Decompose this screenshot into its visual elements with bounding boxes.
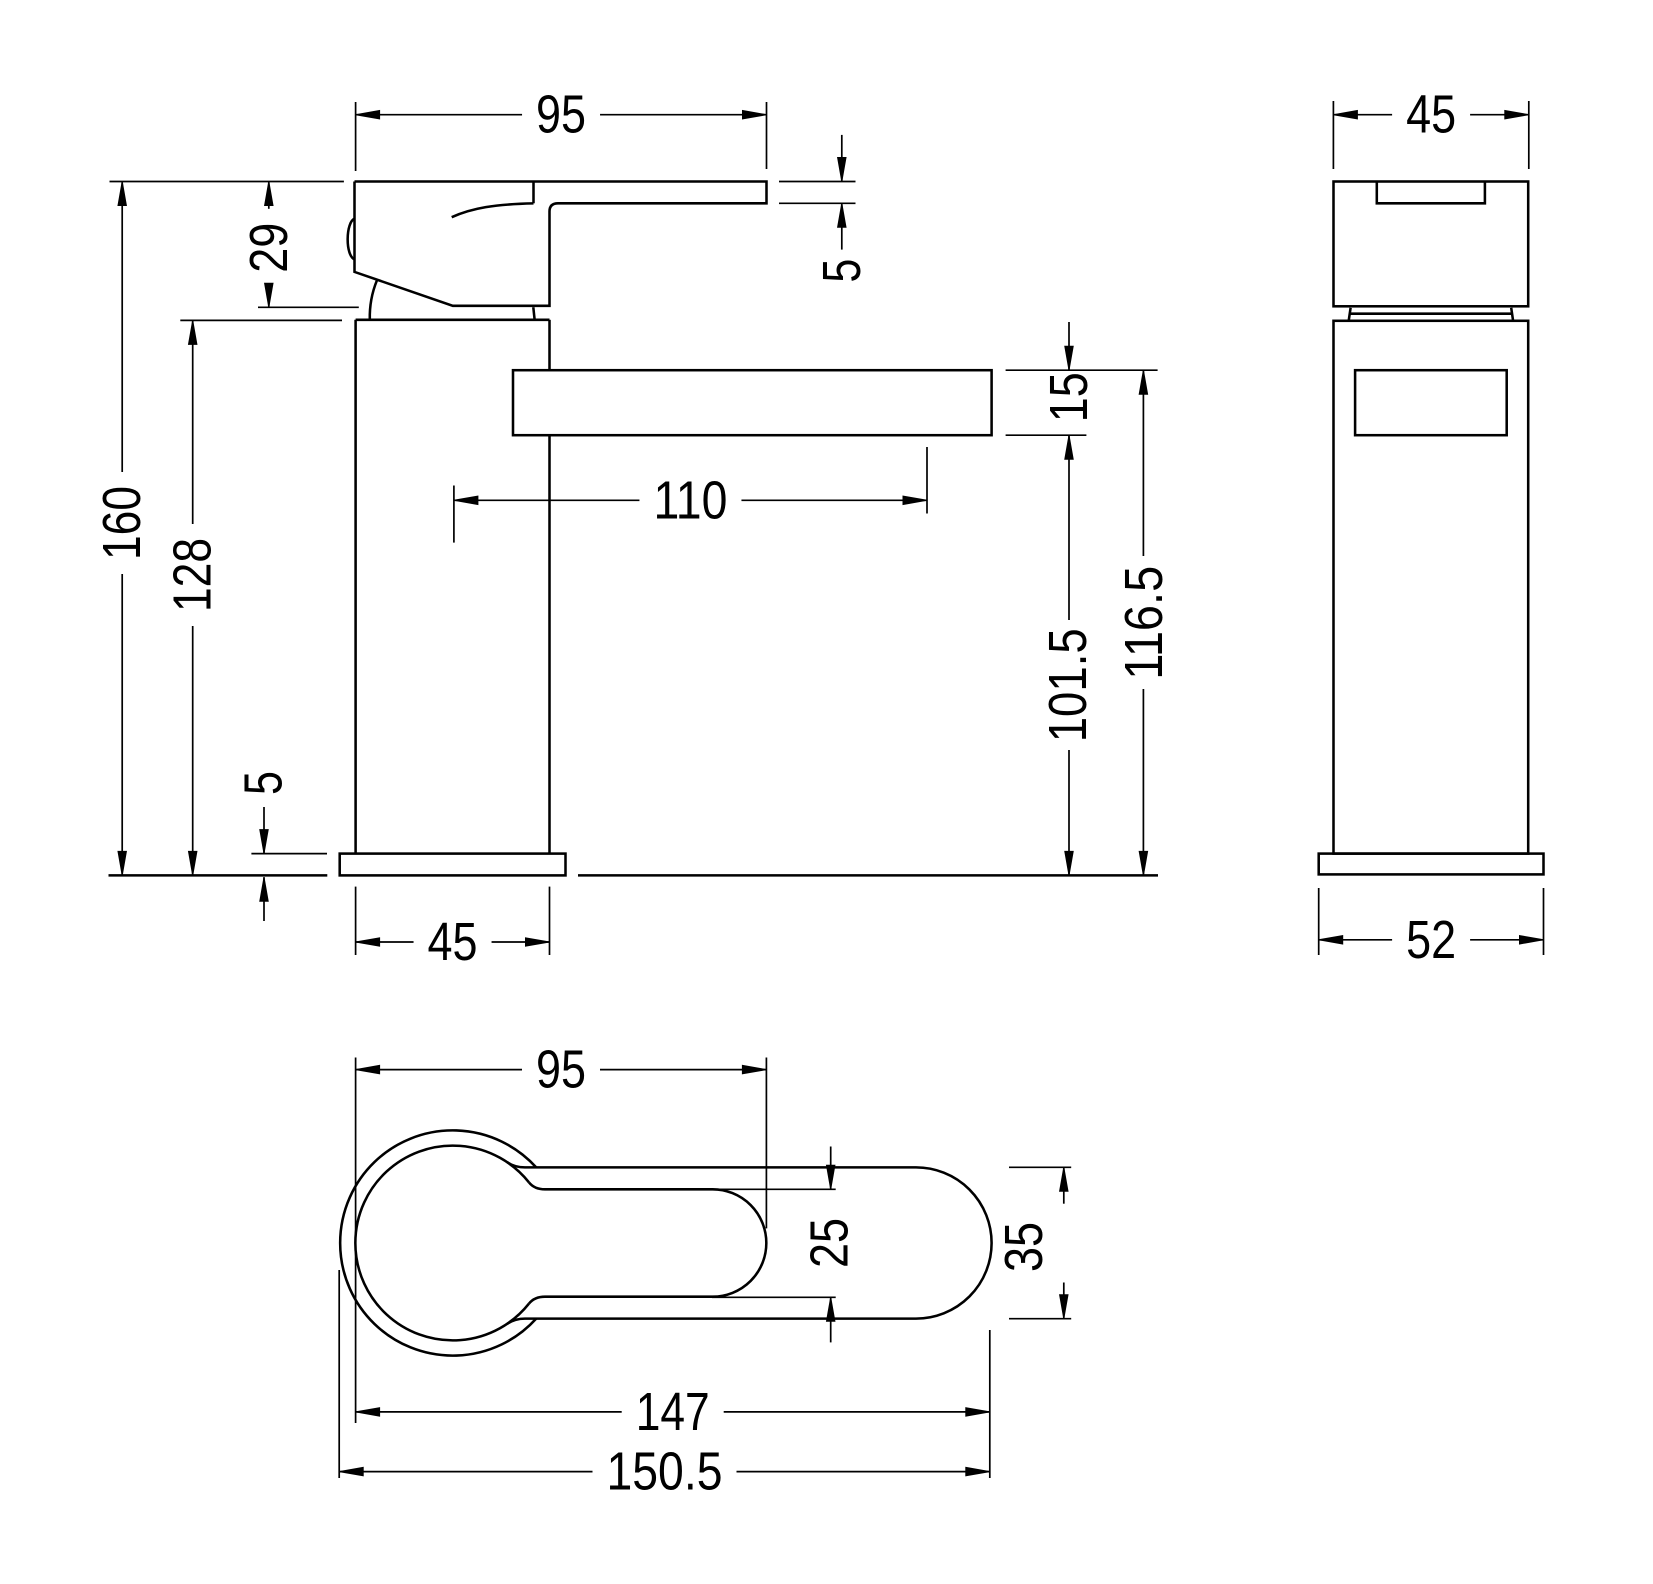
svg-text:29: 29 — [239, 223, 299, 273]
svg-text:5: 5 — [234, 771, 294, 795]
svg-text:25: 25 — [800, 1218, 860, 1268]
svg-text:160: 160 — [92, 486, 152, 560]
svg-text:95: 95 — [536, 1040, 586, 1100]
svg-text:147: 147 — [636, 1382, 710, 1442]
svg-text:116.5: 116.5 — [1114, 566, 1174, 680]
svg-text:45: 45 — [428, 912, 478, 972]
svg-text:45: 45 — [1406, 85, 1456, 145]
svg-text:95: 95 — [536, 85, 586, 145]
svg-text:52: 52 — [1406, 910, 1456, 970]
svg-text:110: 110 — [653, 470, 727, 530]
svg-text:101.5: 101.5 — [1038, 628, 1098, 742]
svg-text:150.5: 150.5 — [607, 1442, 723, 1502]
svg-text:15: 15 — [1039, 372, 1099, 422]
svg-text:35: 35 — [994, 1222, 1054, 1272]
svg-text:128: 128 — [163, 538, 223, 612]
svg-text:5: 5 — [812, 259, 872, 283]
